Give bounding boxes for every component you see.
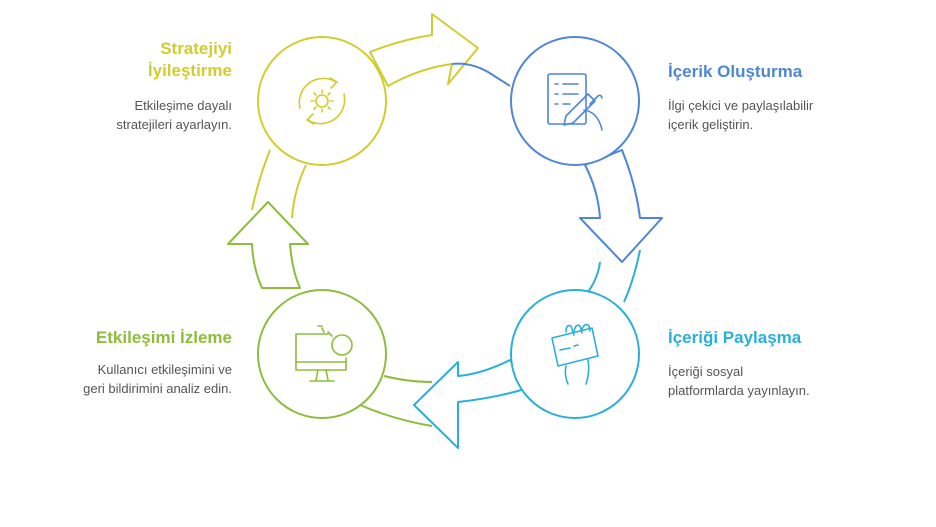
monitor-magnifier-icon xyxy=(295,325,353,382)
strategy-desc-line-2: stratejileri ayarlayın. xyxy=(116,117,232,132)
monitoring-title: Etkileşimi İzleme xyxy=(96,327,232,349)
sharing-desc-line-2: platformlarda yayınlayın. xyxy=(668,383,810,398)
arrow-strategy-to-content xyxy=(369,13,479,87)
monitoring-desc-line-1: Kullanıcı etkileşimini ve xyxy=(97,362,232,377)
strategy-title-line-1: Stratejiyi xyxy=(160,39,232,58)
arrow-content-to-sharing xyxy=(579,149,663,263)
content-description: İlgi çekici ve paylaşılabilir içerik gel… xyxy=(668,96,813,134)
document-pen-icon xyxy=(547,73,603,131)
arrow-sharing-to-monitoring xyxy=(413,359,529,449)
sharing-title: İçeriği Paylaşma xyxy=(668,327,801,349)
arrow-sharing-to-monitoring-tail-green xyxy=(359,375,433,427)
arrow-strategy-to-content-head-blue xyxy=(451,62,511,87)
monitoring-description: Kullanıcı etkileşimini ve geri bildirimi… xyxy=(83,360,232,398)
strategy-description: Etkileşime dayalı stratejileri ayarlayın… xyxy=(116,96,232,134)
sharing-description: İçeriği sosyal platformlarda yayınlayın. xyxy=(668,362,810,400)
monitoring-circle xyxy=(257,289,387,419)
content-desc-line-1: İlgi çekici ve paylaşılabilir xyxy=(668,98,814,113)
arrow-content-to-sharing-tail-cyan xyxy=(587,249,641,303)
arrow-monitoring-to-strategy-tail-yellow xyxy=(251,149,307,219)
arrow-monitoring-to-strategy xyxy=(227,201,309,289)
sharing-circle xyxy=(510,289,640,419)
strategy-title-line-2: İyileştirme xyxy=(147,61,232,80)
strategy-title: Stratejiyi İyileştirme xyxy=(148,38,232,82)
monitoring-title-line-1: Etkileşimi İzleme xyxy=(95,328,232,347)
content-title: İçerik Oluşturma xyxy=(668,61,802,83)
sharing-desc-line-1: İçeriği sosyal xyxy=(668,364,744,379)
gear-refresh-icon xyxy=(298,77,346,125)
content-circle xyxy=(510,36,640,166)
sharing-title-line-1: İçeriği Paylaşma xyxy=(668,328,802,347)
strategy-circle xyxy=(257,36,387,166)
monitoring-desc-line-2: geri bildirimini analiz edin. xyxy=(83,381,232,396)
hand-holding-phone-icon xyxy=(551,323,599,385)
content-desc-line-2: içerik geliştirin. xyxy=(668,117,754,132)
strategy-desc-line-1: Etkileşime dayalı xyxy=(134,98,232,113)
content-title-line-1: İçerik Oluşturma xyxy=(668,62,803,81)
